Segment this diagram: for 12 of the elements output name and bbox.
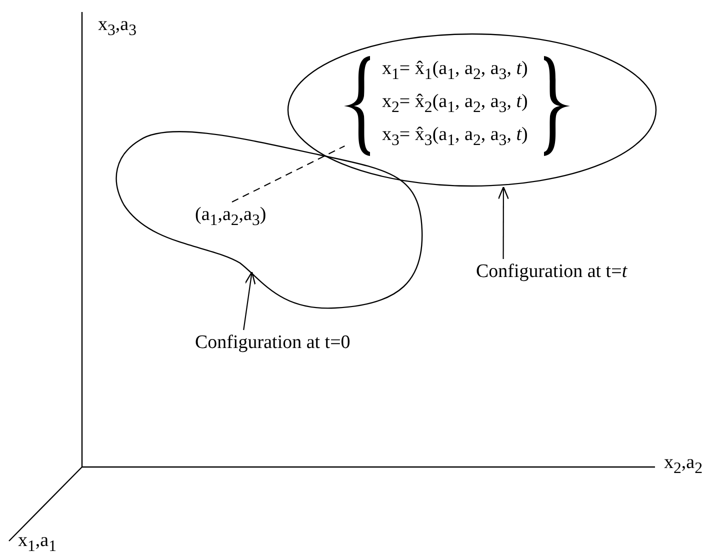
leader-line	[498, 186, 510, 259]
axis-label: x$_{1}$,a$_{1}$	[18, 530, 57, 557]
equation: x$_{3}$= x̂$_{3}$(a$_{1}$, a$_{2}$, a$_{3}$, t)	[382, 124, 528, 151]
dashed-line	[232, 145, 345, 202]
leader-line	[243, 271, 256, 330]
equation: x$_{2}$= x̂$_{2}$(a$_{1}$, a$_{2}$, a$_{3}$, t)	[382, 91, 528, 118]
caption-text: Configuration at t=t	[476, 259, 686, 285]
equation: x$_{1}$= x̂$_{1}$(a$_{1}$, a$_{2}$, a$_{3}$, t)	[382, 58, 528, 85]
axis-label: x$_{3}$,a$_{3}$	[98, 14, 137, 41]
caption-text: Configuration at t=0	[195, 330, 375, 356]
point-label: (a$_{1}$,a$_{2}$,a$_{3}$)	[195, 202, 295, 228]
axis-label: x$_{2}$,a$_{2}$	[664, 452, 702, 479]
